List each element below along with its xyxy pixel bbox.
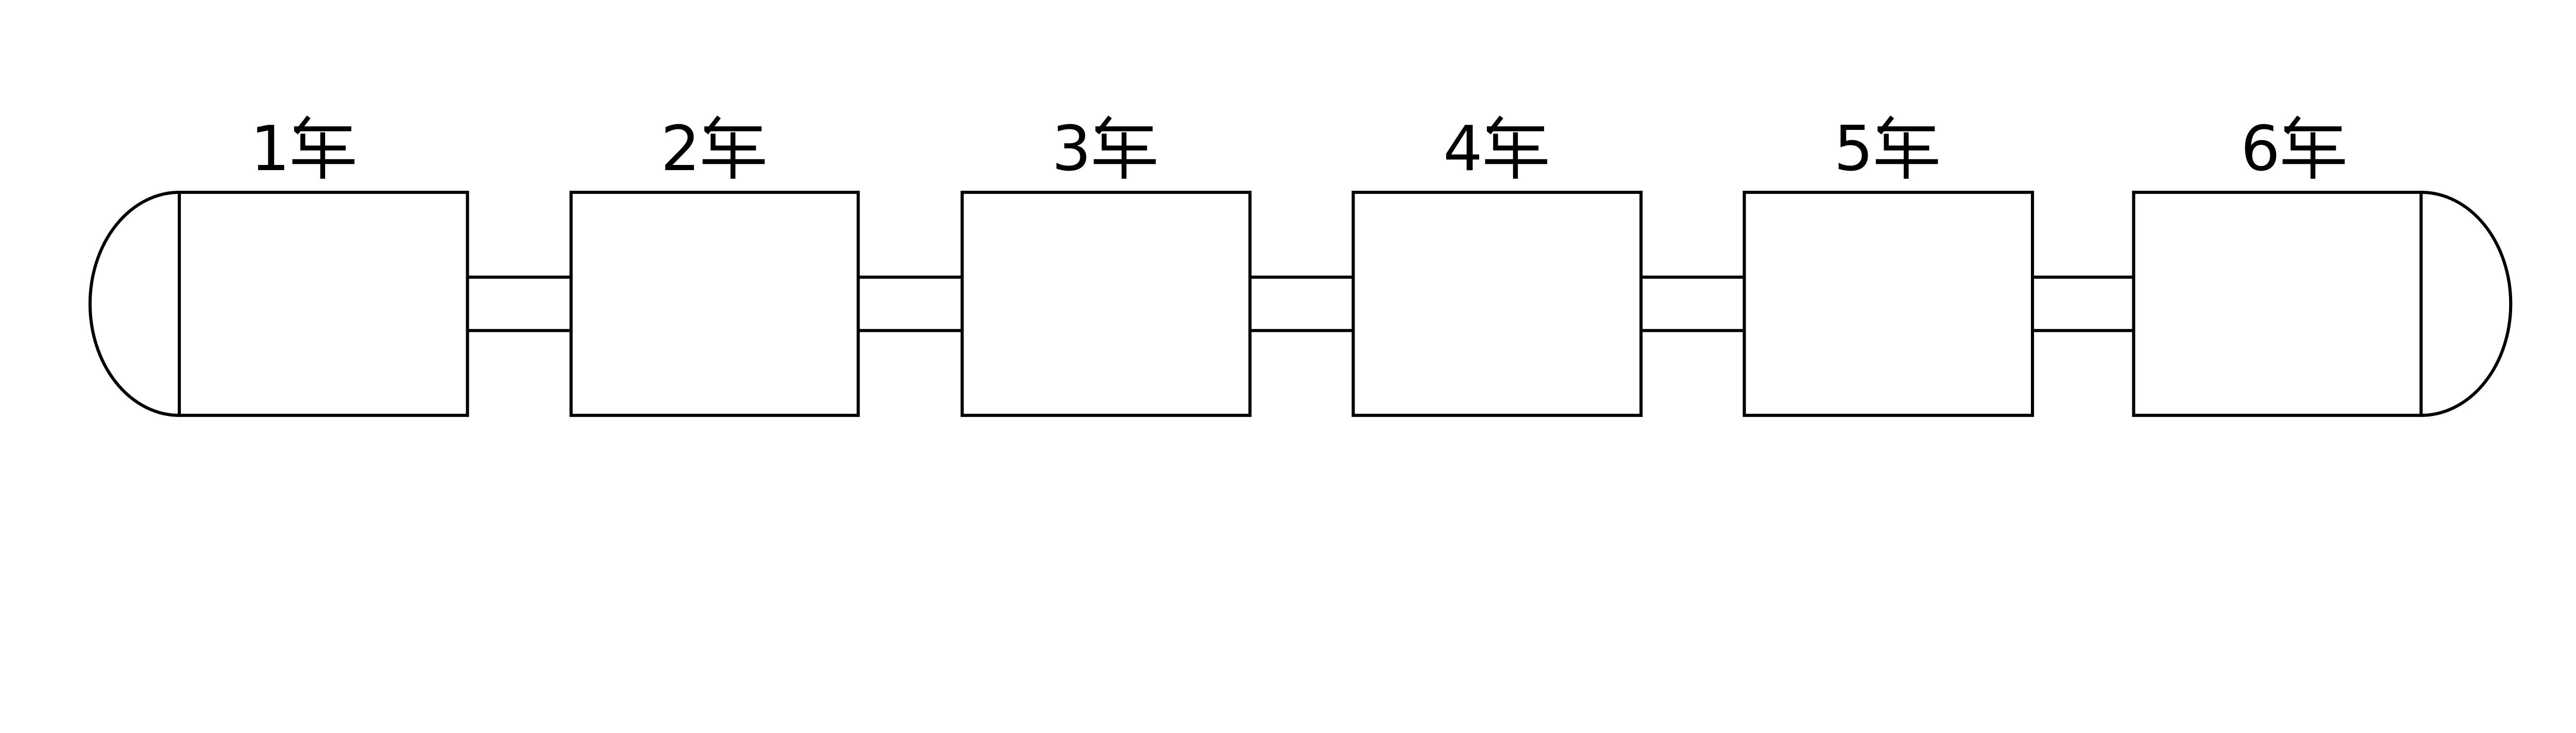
car-6-nose: [2421, 191, 2513, 417]
coupler-3: [1249, 275, 1354, 332]
car-1-number: 1: [250, 113, 290, 185]
car-1-nose: [88, 191, 180, 417]
coupler-4: [1640, 275, 1745, 332]
car-5-number: 5: [1834, 113, 1874, 185]
car-2-label: 2: [660, 113, 765, 185]
che-glyph: [1875, 115, 1938, 179]
car-4-number: 4: [1443, 113, 1483, 185]
che-glyph: [702, 115, 765, 179]
coupler-2: [857, 275, 963, 332]
car-4-body: [1351, 191, 1643, 417]
train-consist-diagram: 1 2 3 4: [88, 113, 2513, 417]
car-6-label: 6: [2241, 113, 2345, 185]
che-glyph: [1485, 115, 1548, 179]
coupler-5: [2031, 275, 2134, 332]
car-5-label: 5: [1834, 113, 1938, 185]
car-1-label: 1: [250, 113, 354, 185]
car-2-body: [569, 191, 860, 417]
car-3-body: [960, 191, 1252, 417]
che-glyph: [1093, 115, 1156, 179]
che-glyph: [292, 115, 354, 179]
car-6-number: 6: [2241, 113, 2280, 185]
car-3-number: 3: [1052, 113, 1091, 185]
che-glyph: [2282, 115, 2345, 179]
car-1-body: [178, 191, 469, 417]
car-4-label: 4: [1443, 113, 1548, 185]
car-6-body: [2132, 191, 2423, 417]
car-2-number: 2: [660, 113, 700, 185]
train-diagram-stage: 1 2 3 4: [88, 112, 2513, 417]
car-5-body: [1742, 191, 2035, 417]
car-3-label: 3: [1052, 113, 1156, 185]
coupler-1: [467, 275, 572, 332]
